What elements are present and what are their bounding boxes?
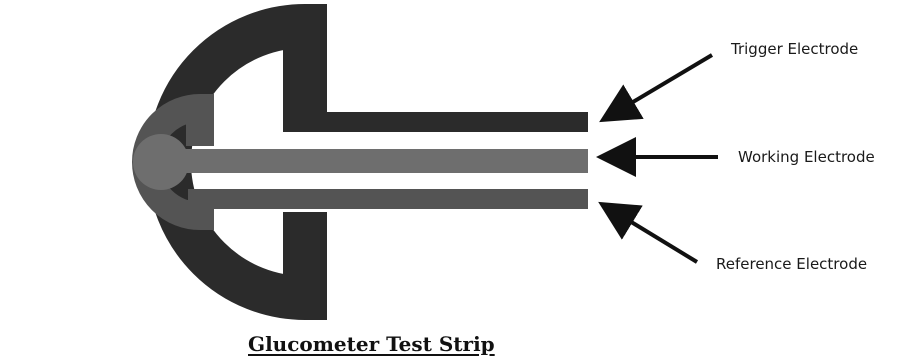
- trigger-electrode-label: Trigger Electrode: [731, 40, 859, 58]
- trigger-arrow: [599, 53, 714, 123]
- trigger-electrode-lead: [283, 112, 588, 132]
- reference-arrow: [598, 201, 699, 264]
- reference-electrode-lead: [188, 189, 588, 209]
- diagram-title: Glucometer Test Strip: [248, 332, 495, 356]
- working-electrode-label: Working Electrode: [738, 148, 875, 166]
- working-electrode: [133, 134, 588, 190]
- working-electrode-lead: [160, 149, 588, 173]
- reference-electrode-label: Reference Electrode: [716, 255, 868, 273]
